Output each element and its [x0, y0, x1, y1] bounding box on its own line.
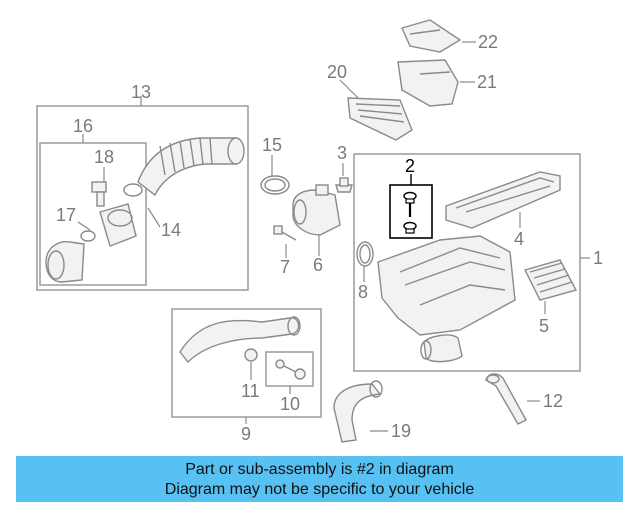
- elbow-17: [45, 203, 137, 283]
- air-filter-5: [523, 259, 578, 314]
- info-line-2: Diagram may not be specific to your vehi…: [164, 481, 475, 498]
- nut-11: [244, 348, 258, 380]
- callout-8: 8: [358, 282, 368, 302]
- callout-7: 7: [280, 257, 290, 277]
- callout-3: 3: [337, 143, 347, 163]
- sensor-18: [91, 167, 107, 207]
- callout-4: 4: [514, 229, 524, 249]
- shroud-21: [397, 59, 475, 107]
- resonator-pipe: [179, 316, 301, 364]
- cover-22: [401, 19, 476, 53]
- callout-9: 9: [241, 424, 251, 444]
- screw-2: [403, 191, 417, 234]
- callout-2: 2: [405, 156, 415, 176]
- clamp-15: [260, 155, 290, 195]
- callout-10: 10: [280, 394, 300, 414]
- info-banner: Part or sub-assembly is #2 in diagram Di…: [16, 456, 623, 502]
- callout-13: 13: [131, 82, 151, 102]
- grommet-3: [335, 163, 353, 193]
- bolt-7: [273, 225, 297, 258]
- callout-14: 14: [161, 220, 181, 240]
- callout-20: 20: [327, 62, 347, 82]
- air-box-housing: [377, 235, 516, 363]
- callout-18: 18: [94, 147, 114, 167]
- group-box-16: [39, 142, 147, 286]
- callout-21: 21: [477, 72, 497, 92]
- callout-22: 22: [478, 32, 498, 52]
- fastener-10: [275, 359, 306, 380]
- maf-sensor-6: [292, 184, 341, 256]
- callout-16: 16: [73, 116, 93, 136]
- callout-5: 5: [539, 316, 549, 336]
- callout-12: 12: [543, 391, 563, 411]
- callout-19: 19: [391, 421, 411, 441]
- callout-1: 1: [593, 248, 603, 268]
- duct-20: [339, 79, 413, 141]
- group-box-13: [36, 105, 249, 291]
- callout-15: 15: [262, 135, 282, 155]
- hose-12: [485, 373, 540, 425]
- hose-19: [333, 380, 388, 443]
- callout-6: 6: [313, 255, 323, 275]
- air-intake-hose-14: [123, 137, 245, 228]
- callout-11: 11: [241, 381, 260, 401]
- group-box-1: [353, 153, 581, 372]
- callout-17: 17: [56, 205, 76, 225]
- info-line-1: Part or sub-assembly is #2 in diagram: [185, 461, 454, 478]
- air-box-lid-4: [445, 171, 561, 229]
- o-ring-8: [356, 241, 374, 282]
